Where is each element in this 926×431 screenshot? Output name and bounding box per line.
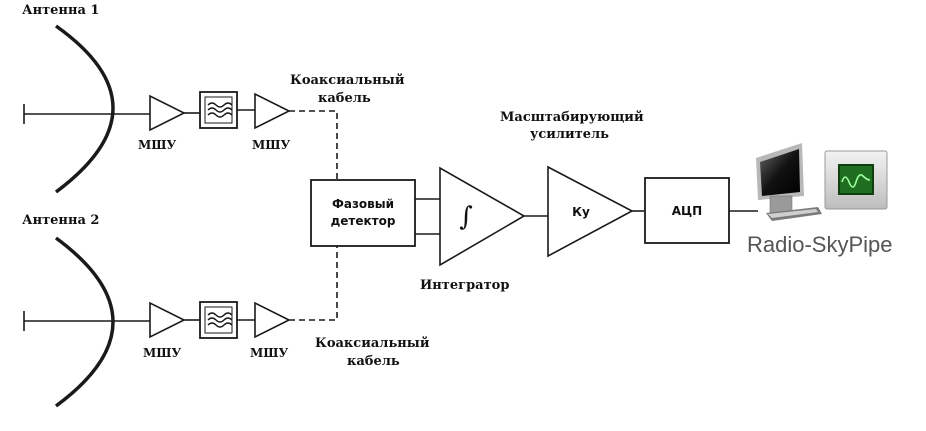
integral-symbol: ∫ bbox=[459, 202, 473, 232]
scaling-amp-title-2: усилитель bbox=[530, 127, 609, 142]
lna-2a-label: МШУ bbox=[143, 346, 182, 360]
antenna2-dish bbox=[54, 236, 115, 408]
coax-cable-top bbox=[289, 110, 338, 180]
lna-2b-triangle bbox=[254, 301, 291, 339]
lna-1a-label: МШУ bbox=[138, 138, 177, 152]
filter-1-icon bbox=[199, 91, 238, 129]
integrator-label: Интегратор bbox=[420, 278, 509, 293]
lna-2a-triangle bbox=[149, 301, 186, 339]
lna-1b-label: МШУ bbox=[252, 138, 291, 152]
lna-1a-triangle bbox=[149, 94, 186, 132]
phase-detector-label-2: детектор bbox=[331, 214, 396, 228]
scaling-amp-symbol: Ку bbox=[572, 205, 590, 219]
antenna1-dish bbox=[54, 24, 115, 194]
filter-2-icon bbox=[199, 301, 238, 339]
lna-1b-triangle bbox=[254, 92, 291, 130]
antenna1-label: Антенна 1 bbox=[22, 3, 99, 18]
coax-top-label-1: Коаксиальный bbox=[290, 73, 405, 88]
lna-2b-label: МШУ bbox=[250, 346, 289, 360]
software-name: Radio-SkyPipe bbox=[747, 232, 893, 257]
antenna2-label: Антенна 2 bbox=[22, 213, 99, 228]
adc-label: АЦП bbox=[672, 204, 702, 218]
coax-bottom-label-1: Коаксиальный bbox=[315, 336, 430, 351]
coax-cable-bottom bbox=[289, 246, 338, 321]
coax-top-label-2: кабель bbox=[318, 91, 371, 106]
scaling-amp-title-1: Масштабирующий bbox=[500, 110, 644, 125]
computer-icon bbox=[756, 143, 822, 221]
scaling-amp-triangle bbox=[547, 165, 634, 258]
oscilloscope-icon bbox=[824, 150, 888, 210]
phase-detector-label-1: Фазовый bbox=[332, 197, 394, 211]
coax-bottom-label-2: кабель bbox=[347, 354, 400, 369]
phase-detector-box bbox=[310, 179, 416, 247]
integrator-triangle bbox=[439, 166, 526, 267]
